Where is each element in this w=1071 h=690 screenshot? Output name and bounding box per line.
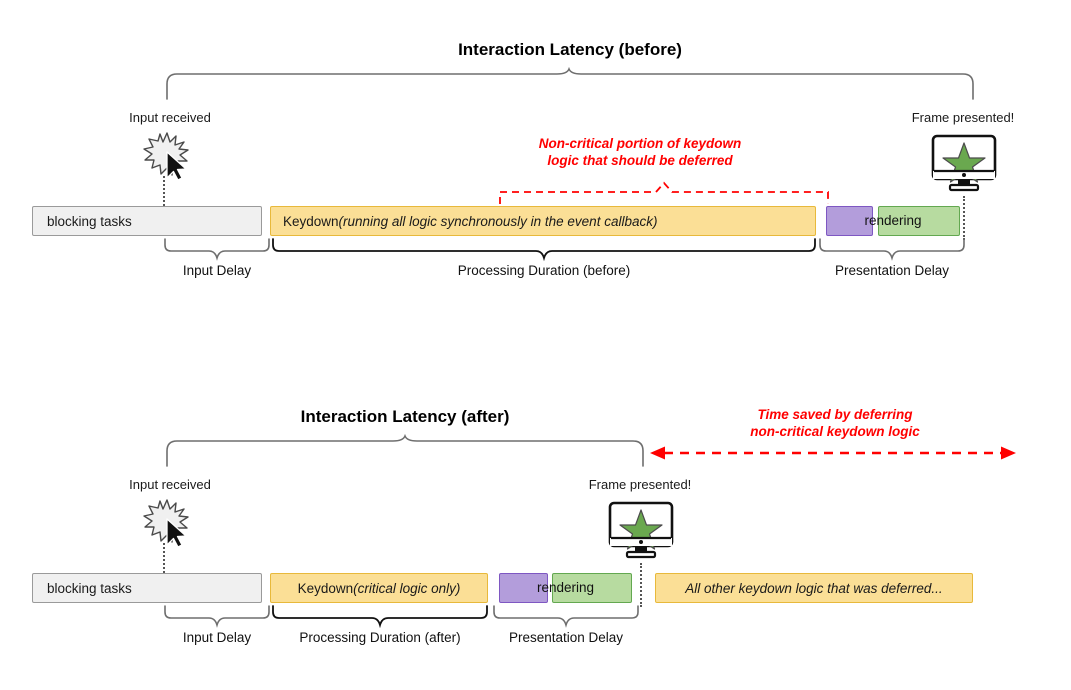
after-input-received-label: Input received [129, 477, 211, 492]
after-bar-blocking-label: blocking tasks [47, 580, 132, 596]
before-phase-processing-duration-label: Processing Duration (before) [457, 263, 631, 278]
before-frame-guide-line [963, 196, 965, 240]
before-bar-rendering-pre-paint[interactable] [826, 206, 873, 236]
after-time-saved-arrow [648, 443, 1018, 463]
after-bar-deferred-label: All other keydown logic that was deferre… [685, 580, 943, 596]
after-annotation: Time saved by deferring non-critical key… [660, 407, 1010, 441]
after-bar-blocking-tasks[interactable]: blocking tasks [32, 573, 262, 603]
before-bar-blocking-label: blocking tasks [47, 213, 132, 229]
after-phase-processing-duration-label: Processing Duration (after) [299, 630, 461, 645]
before-phase-input-delay-label: Input Delay [182, 263, 252, 278]
before-annotation-line2: logic that should be deferred [547, 152, 733, 168]
after-bar-keydown[interactable]: Keydown (critical logic only) [270, 573, 488, 603]
after-input-guide-line [163, 543, 165, 573]
after-annotation-line1: Time saved by deferring [757, 407, 913, 422]
after-diagram-title: Interaction Latency (after) [300, 407, 510, 426]
before-bar-keydown-detail: (running all logic synchronously in the … [338, 213, 658, 229]
before-input-delay-brace [163, 238, 271, 261]
after-input-delay-brace [163, 605, 271, 628]
after-frame-presented-label: Frame presented! [588, 477, 692, 492]
monitor-star-icon [928, 134, 1000, 196]
before-annotation-line1: Non-critical portion of keydown [538, 136, 742, 151]
before-input-received-label: Input received [129, 110, 211, 125]
before-bar-keydown-label: Keydown [283, 213, 339, 229]
before-processing-duration-brace [271, 238, 817, 262]
after-annotation-line2: non-critical keydown logic [750, 423, 920, 439]
monitor-star-icon-after [605, 501, 677, 563]
after-bar-keydown-label: Keydown [297, 580, 354, 596]
after-bar-rendering-paint[interactable] [552, 573, 632, 603]
before-presentation-delay-brace [818, 238, 966, 261]
before-diagram-title: Interaction Latency (before) [458, 40, 682, 59]
before-annotation: Non-critical portion of keydown logic th… [440, 136, 840, 170]
after-processing-duration-brace [271, 605, 489, 629]
after-frame-guide-line [640, 563, 642, 607]
after-phase-input-delay-label: Input Delay [182, 630, 252, 645]
after-bar-rendering-pre-paint[interactable] [499, 573, 548, 603]
before-frame-presented-label: Frame presented! [911, 110, 1015, 125]
before-bar-rendering-paint[interactable] [878, 206, 960, 236]
before-interaction-latency-brace [165, 66, 977, 100]
before-annotation-bracket [496, 178, 832, 206]
before-input-guide-line [163, 176, 165, 206]
after-bar-deferred-logic[interactable]: All other keydown logic that was deferre… [655, 573, 973, 603]
after-interaction-latency-brace [165, 433, 647, 467]
before-bar-blocking-tasks[interactable]: blocking tasks [32, 206, 262, 236]
starburst-cursor-icon-after [140, 497, 196, 553]
after-phase-presentation-delay-label: Presentation Delay [508, 630, 624, 645]
after-presentation-delay-brace [492, 605, 640, 628]
after-bar-keydown-detail: (critical logic only) [353, 580, 461, 596]
starburst-cursor-icon [140, 130, 196, 186]
before-phase-presentation-delay-label: Presentation Delay [834, 263, 950, 278]
before-bar-keydown[interactable]: Keydown (running all logic synchronously… [270, 206, 816, 236]
